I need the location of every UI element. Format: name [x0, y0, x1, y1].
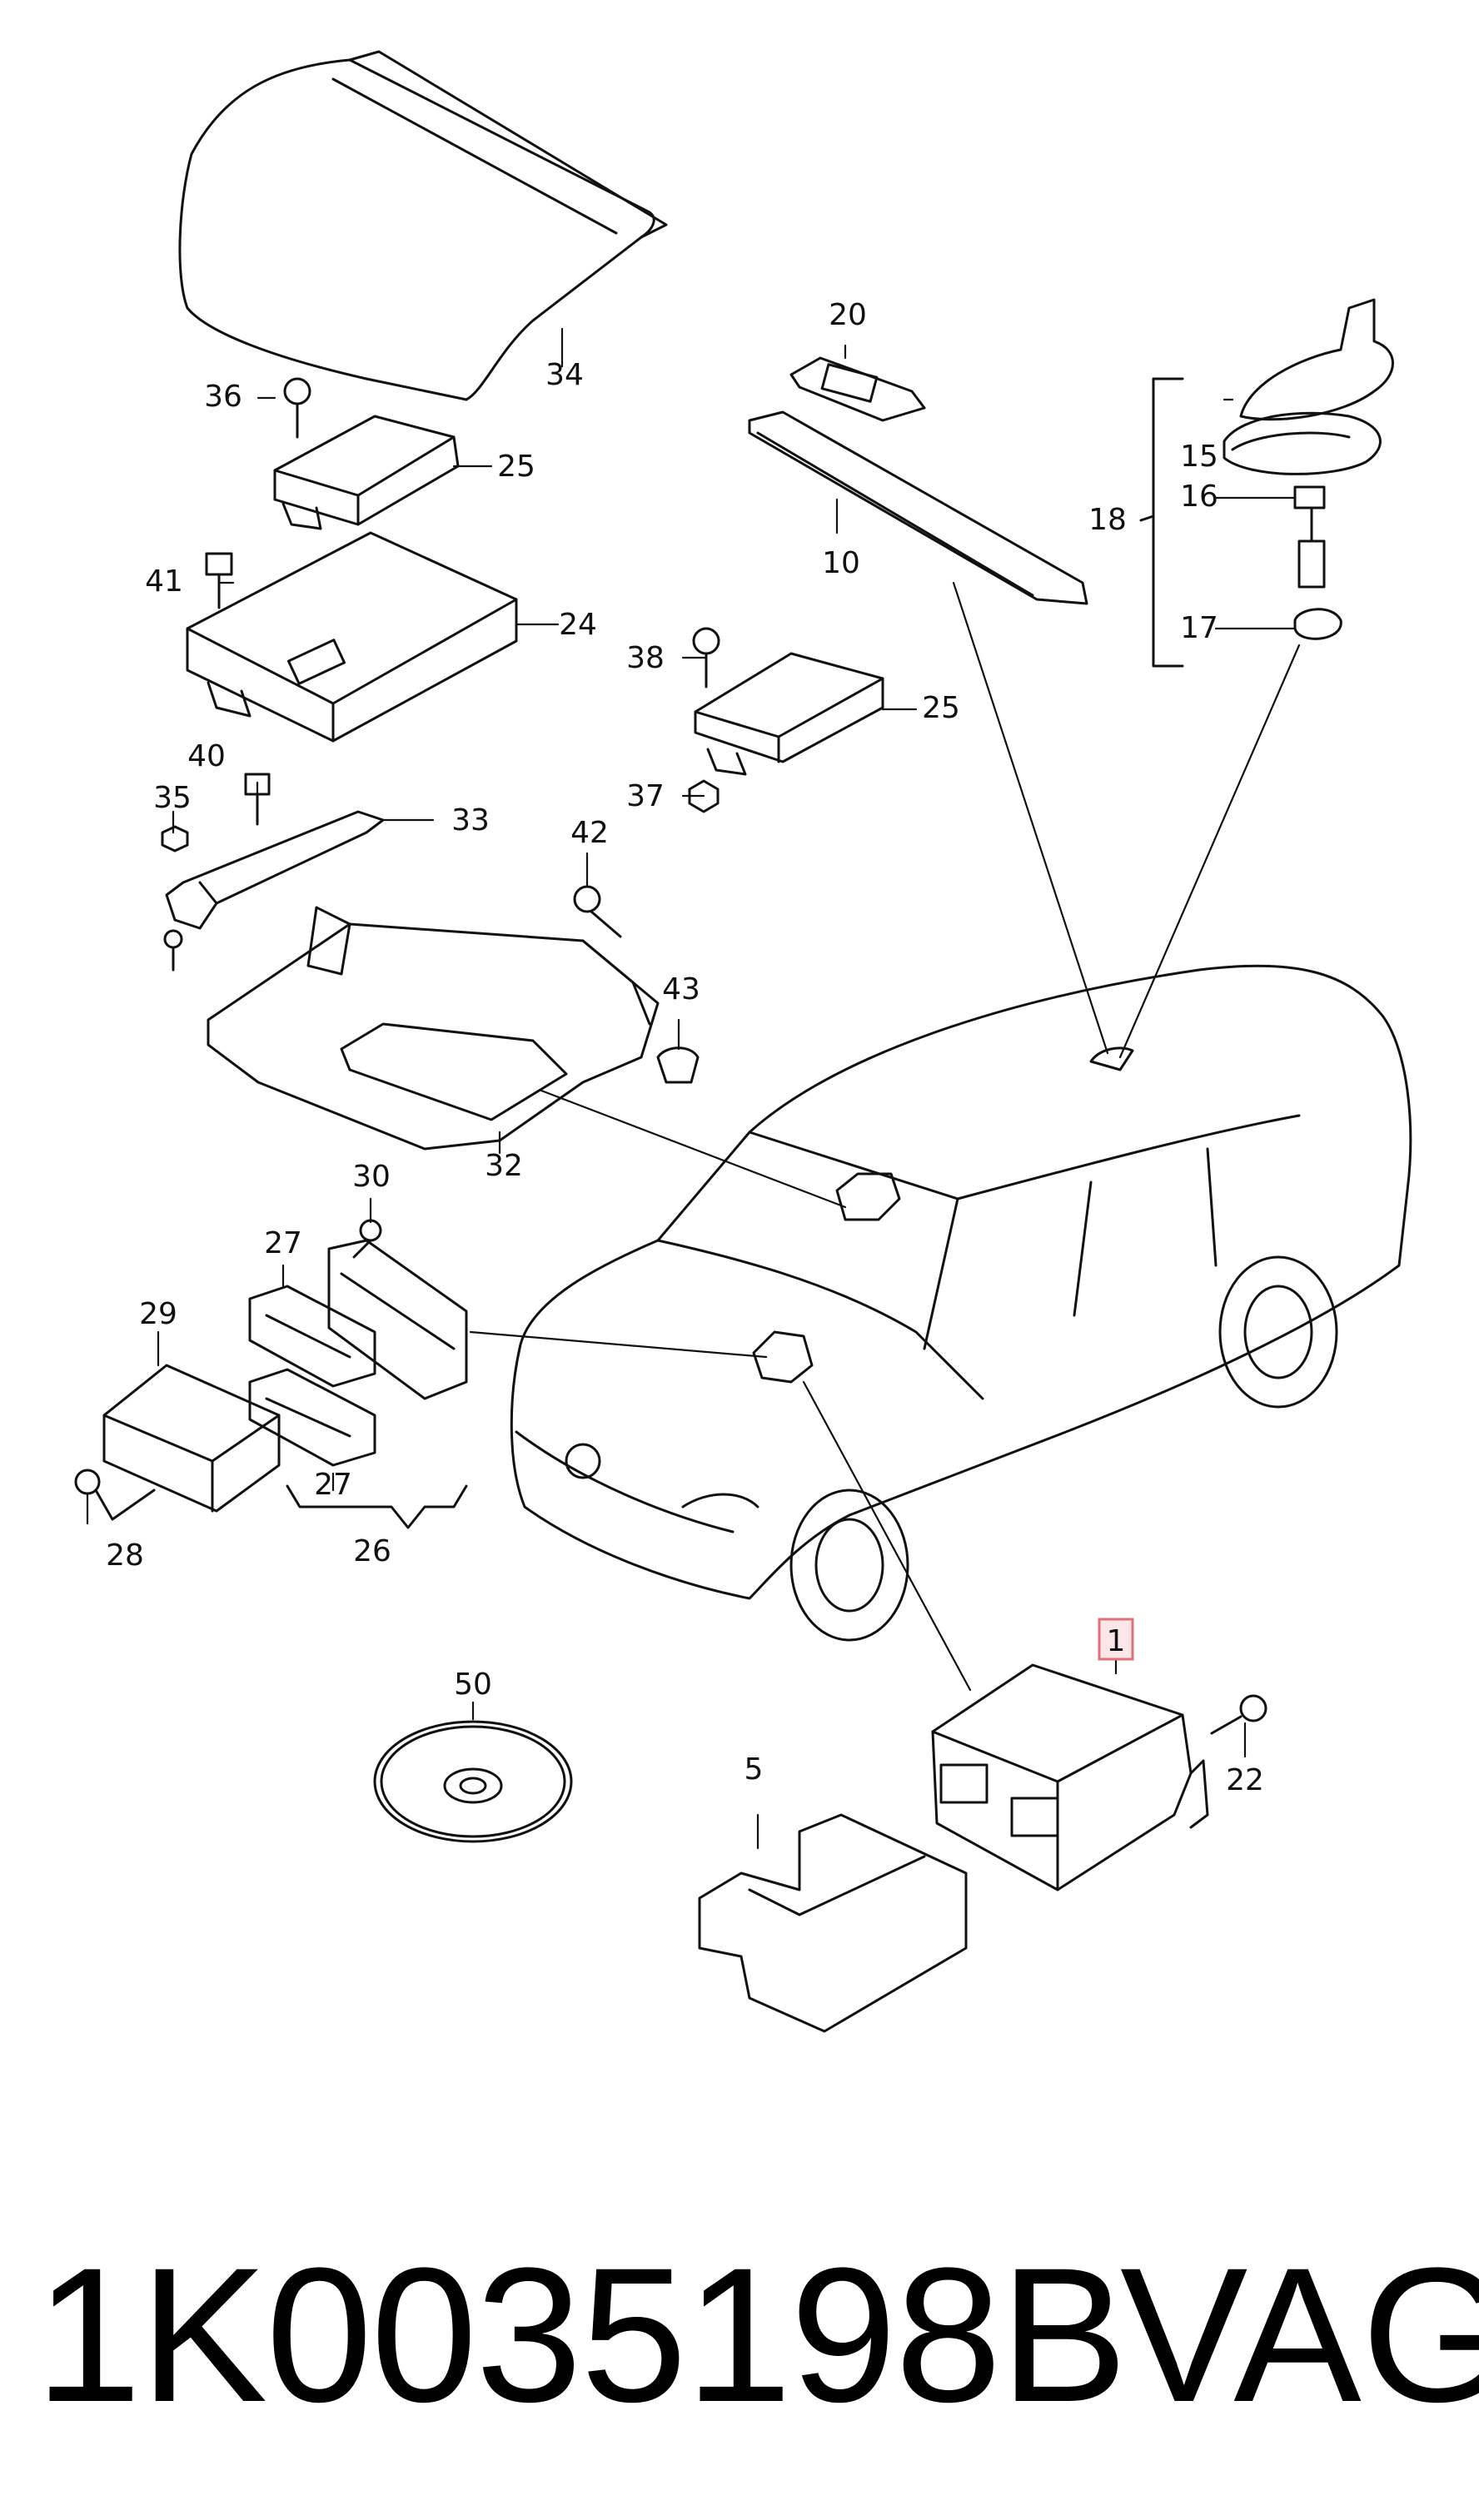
callout-25-right[interactable]: 25	[922, 691, 960, 725]
clip-43[interactable]	[656, 1046, 700, 1084]
callout-15[interactable]: 15	[1180, 440, 1218, 474]
nut-35[interactable]	[161, 825, 189, 852]
part-50-disc[interactable]	[373, 1720, 573, 1843]
callout-40[interactable]: 40	[187, 739, 226, 773]
callout-50[interactable]: 50	[454, 1668, 492, 1702]
part-5-bracket[interactable]	[698, 1813, 968, 2033]
screw-30[interactable]	[352, 1219, 382, 1259]
callout-18[interactable]: 18	[1088, 503, 1127, 537]
part-29-unit[interactable]	[102, 1364, 281, 1513]
callout-26[interactable]: 26	[353, 1534, 391, 1568]
callout-27-upper[interactable]: 27	[264, 1226, 302, 1260]
part-27-frame-lower[interactable]	[248, 1368, 376, 1467]
callout-34[interactable]: 34	[545, 358, 584, 392]
screw-36[interactable]	[283, 377, 311, 439]
dash-marker	[752, 1330, 814, 1384]
callout-30[interactable]: 30	[352, 1160, 391, 1194]
callout-35[interactable]: 35	[153, 781, 192, 815]
part-33-bracket[interactable]	[165, 810, 385, 930]
callout-24[interactable]: 24	[559, 608, 597, 642]
part-32-tray[interactable]	[207, 906, 660, 1151]
callout-38[interactable]: 38	[626, 641, 665, 675]
callout-42[interactable]: 42	[570, 816, 609, 850]
roof-marker	[835, 1172, 901, 1221]
callout-33[interactable]: 33	[451, 803, 490, 838]
part-20-module[interactable]	[789, 356, 926, 422]
part-18-antenna[interactable]	[1139, 298, 1394, 668]
callout-17[interactable]: 17	[1180, 611, 1218, 645]
part-24-module[interactable]	[186, 531, 518, 743]
callout-10[interactable]: 10	[822, 546, 860, 580]
callout-5[interactable]: 5	[744, 1752, 764, 1787]
brand-name: VAG	[1120, 2228, 1479, 2442]
part-25-module-right[interactable]	[694, 652, 884, 776]
part-10-panel[interactable]	[748, 410, 1088, 605]
screw-38[interactable]	[692, 627, 720, 688]
callout-27-lower[interactable]: 27	[314, 1468, 352, 1502]
car[interactable]	[510, 964, 1412, 1642]
screw-42[interactable]	[573, 885, 622, 938]
callout-25-upper[interactable]: 25	[497, 450, 535, 484]
part-number: 1K0035198B	[35, 2228, 1128, 2442]
callout-37[interactable]: 37	[626, 779, 665, 813]
leader-lines	[86, 327, 1301, 1850]
callout-labels: 34 36 25 41 24 38 25 40 37 35 33 42 43 3…	[106, 298, 1264, 1797]
callout-20[interactable]: 20	[829, 298, 867, 332]
bolt-35b[interactable]	[163, 929, 183, 972]
callout-36[interactable]: 36	[204, 380, 242, 414]
callout-1-highlight-box	[1098, 1618, 1134, 1661]
callout-1[interactable]: 1	[1107, 1624, 1126, 1658]
nut-37[interactable]	[688, 779, 720, 813]
bolt-41[interactable]	[205, 552, 233, 609]
callout-16[interactable]: 16	[1180, 480, 1218, 514]
part-1-control-module[interactable]	[931, 1663, 1209, 1891]
part-27-frame-upper[interactable]	[248, 1285, 376, 1388]
callout-22[interactable]: 22	[1226, 1763, 1264, 1797]
screw-22[interactable]	[1210, 1694, 1267, 1735]
part-34-cover[interactable]	[178, 50, 668, 401]
callout-32[interactable]: 32	[485, 1149, 523, 1183]
part-25-module-upper[interactable]	[273, 415, 460, 530]
callout-28[interactable]: 28	[106, 1538, 144, 1573]
callout-41[interactable]: 41	[145, 564, 183, 599]
callout-29[interactable]: 29	[139, 1297, 177, 1331]
callout-43[interactable]: 43	[662, 972, 700, 1007]
roof-antenna-marker	[1089, 1046, 1134, 1071]
bracket-26-27	[286, 1484, 468, 1529]
part-26-housing[interactable]	[327, 1239, 468, 1400]
